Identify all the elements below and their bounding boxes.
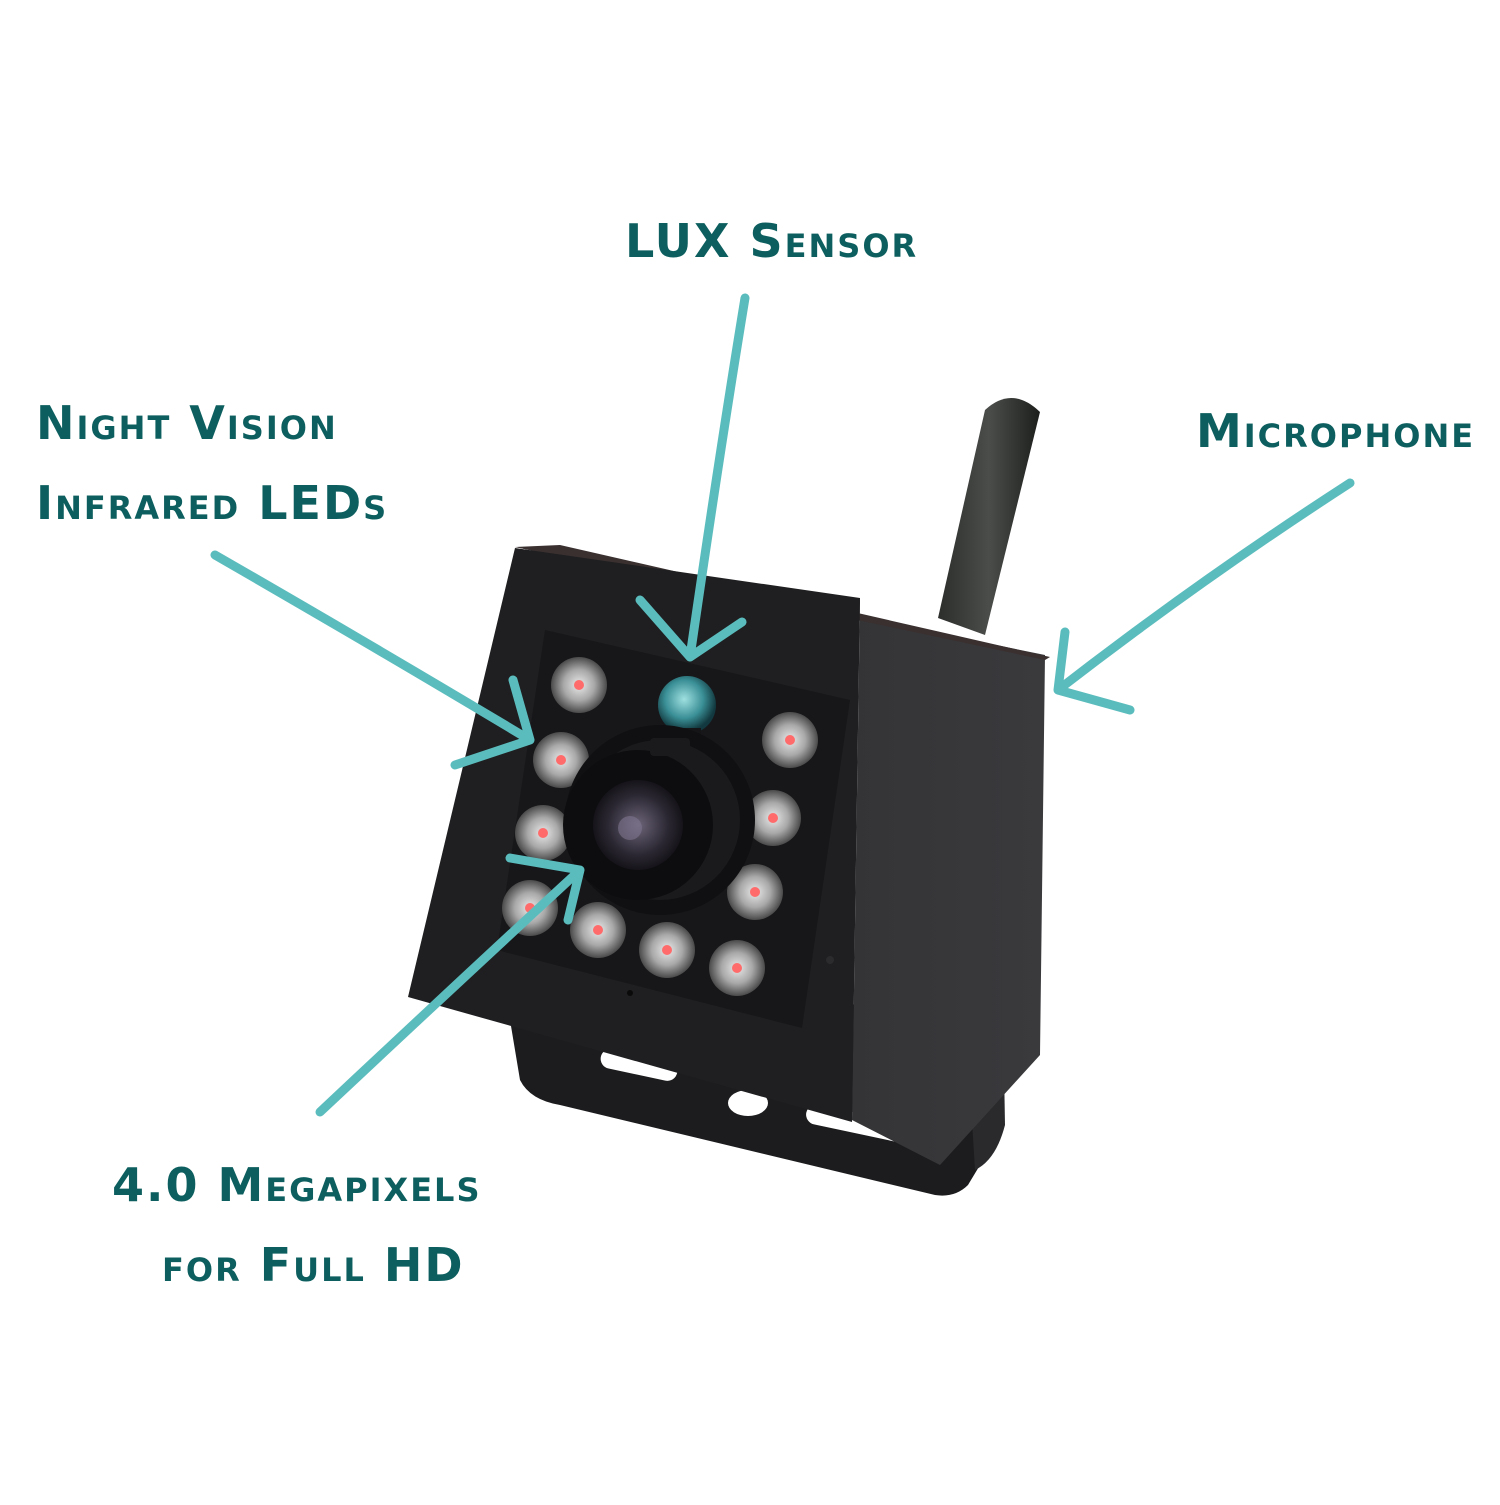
callout-arrows <box>210 293 1355 1117</box>
megapixels-label-line-1: 4.0 Megapixels <box>112 1158 482 1212</box>
microphone-label: Microphone <box>1196 404 1476 458</box>
megapixels-label: 4.0 Megapixels for Full HD <box>112 1145 482 1305</box>
antenna <box>938 397 1040 635</box>
megapixels-label-line-2: for Full HD <box>162 1238 465 1292</box>
infrared-leds <box>502 657 818 996</box>
lux-sensor-label: LUX Sensor <box>625 214 919 268</box>
megapixels-arrow <box>315 853 585 1117</box>
microphone-arrow <box>1053 478 1355 715</box>
night-vision-label: Night Vision Infrared LEDs <box>36 383 388 543</box>
night-vision-label-line-1: Night Vision <box>36 396 338 450</box>
night-vision-label-line-2: Infrared LEDs <box>36 476 389 530</box>
camera-lens <box>563 725 755 915</box>
lux-arrow <box>635 293 750 662</box>
night-vision-arrow <box>210 550 535 770</box>
